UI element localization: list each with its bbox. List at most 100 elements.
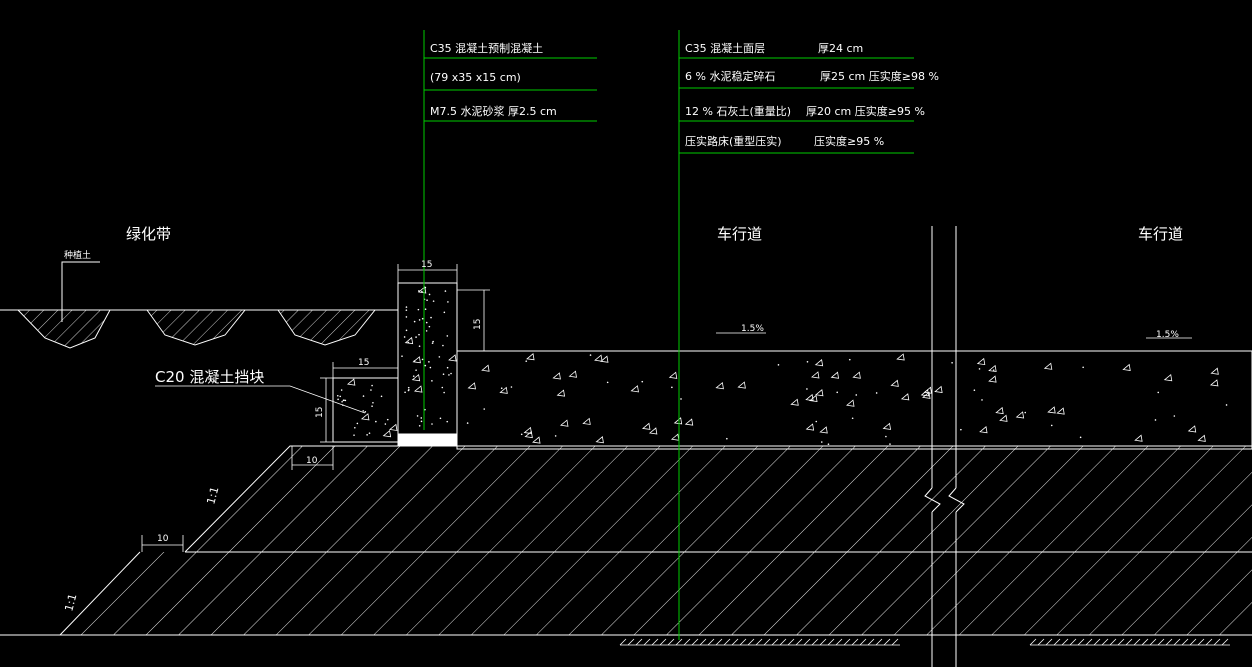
slope-toe-dimension: 10 xyxy=(157,534,169,544)
aggregate-dot xyxy=(432,340,434,343)
aggregate-dot xyxy=(466,422,469,424)
aggregate-dot xyxy=(483,408,486,410)
aggregate-dot xyxy=(342,399,345,402)
aggregate-dot xyxy=(428,361,430,363)
aggregate-dot xyxy=(424,408,426,411)
green-belt xyxy=(0,261,398,349)
ground-tick xyxy=(739,638,747,646)
aggregate-dot xyxy=(815,420,818,423)
aggregate-dot xyxy=(589,354,592,356)
ground-tick xyxy=(755,638,763,646)
aggregate-dot xyxy=(407,341,410,344)
aggregate-mark xyxy=(1134,434,1143,442)
aggregate-mark xyxy=(448,354,457,362)
ground-tick xyxy=(1157,638,1165,646)
aggregate-dot xyxy=(371,384,373,387)
block-height-dimension: 15 xyxy=(315,407,325,418)
aggregate-mark xyxy=(846,399,855,407)
lower-layer-outline xyxy=(59,551,141,636)
aggregate-dot xyxy=(421,317,424,320)
aggregate-dot xyxy=(855,394,858,396)
aggregate-dot xyxy=(1079,436,1082,439)
aggregate-dot xyxy=(405,309,408,311)
aggregate-mark xyxy=(988,364,997,373)
aggregate-dot xyxy=(520,433,523,436)
aggregate-dot xyxy=(439,417,442,420)
curb-height-dimension: 15 xyxy=(473,319,483,330)
aggregate-dot xyxy=(1225,404,1228,406)
ground-tick xyxy=(1069,638,1077,646)
aggregate-dot xyxy=(336,394,339,397)
aggregate-mark xyxy=(1043,362,1053,370)
ground-tick xyxy=(779,638,787,646)
roadway-label: 车行道 xyxy=(717,225,762,243)
pavement-aggregate-marks xyxy=(466,353,1228,445)
ground-tick xyxy=(651,638,659,646)
aggregate-dot xyxy=(354,426,356,429)
aggregate-dot xyxy=(337,398,339,401)
ground-tick xyxy=(1197,638,1205,646)
aggregate-dot xyxy=(992,369,995,371)
ground-tick xyxy=(867,638,875,646)
aggregate-mark xyxy=(819,426,828,434)
aggregate-mark xyxy=(814,359,824,367)
aggregate-dot xyxy=(680,398,682,400)
aggregate-dot xyxy=(1082,366,1084,369)
aggregate-dot xyxy=(412,375,415,377)
aggregate-dot xyxy=(421,290,423,293)
aggregate-dot xyxy=(431,423,433,425)
aggregate-dot xyxy=(407,386,410,389)
ground-tick xyxy=(763,638,771,646)
aggregate-dot xyxy=(820,441,823,443)
aggregate-mark xyxy=(976,357,986,366)
aggregate-dot xyxy=(442,344,444,347)
aggregate-dot xyxy=(848,358,851,361)
aggregate-dot xyxy=(425,321,428,324)
aggregate-mark xyxy=(790,398,799,406)
aggregate-dot xyxy=(885,435,887,438)
ground-tick xyxy=(1029,638,1037,646)
aggregate-dot xyxy=(428,325,431,328)
aggregate-mark xyxy=(526,353,535,361)
slope-ratio-label: 1:1 xyxy=(62,592,79,612)
ground-tick xyxy=(707,638,715,646)
aggregate-dot xyxy=(447,301,449,303)
aggregate-mark xyxy=(1187,425,1197,433)
aggregate-dot xyxy=(500,387,503,390)
ground-tick xyxy=(859,638,867,646)
ground-tick xyxy=(1165,638,1173,646)
aggregate-mark xyxy=(594,354,603,362)
ground-tick xyxy=(1125,638,1133,646)
aggregate-mark xyxy=(413,385,423,393)
aggregate-dot xyxy=(356,422,359,425)
ground-tick xyxy=(731,638,739,646)
aggregate-mark xyxy=(896,353,905,361)
aggregate-mark xyxy=(830,371,840,379)
aggregate-dot xyxy=(380,395,383,398)
aggregate-dot xyxy=(432,300,435,302)
aggregate-mark xyxy=(670,433,680,441)
ground-tick xyxy=(747,638,755,646)
ground-tick xyxy=(875,638,883,646)
aggregate-dot xyxy=(510,386,513,388)
aggregate-dot xyxy=(420,420,423,423)
aggregate-mark xyxy=(412,356,421,364)
aggregate-dot xyxy=(443,311,446,314)
aggregate-mark xyxy=(552,372,561,380)
aggregate-mark xyxy=(404,336,414,345)
aggregate-dot xyxy=(408,388,410,391)
aggregate-mark xyxy=(382,429,392,438)
aggregate-dot xyxy=(415,336,417,338)
ground-tick xyxy=(1189,638,1197,646)
ground-tick xyxy=(643,638,651,646)
aggregate-dot xyxy=(981,399,983,401)
ground-tick xyxy=(1181,638,1189,646)
ground-tick xyxy=(851,638,859,646)
aggregate-dot xyxy=(726,437,728,440)
ground-tick xyxy=(1053,638,1061,646)
aggregate-dot xyxy=(431,380,433,382)
aggregate-mark xyxy=(556,389,566,397)
ground-tick xyxy=(675,638,683,646)
aggregate-mark xyxy=(411,373,421,382)
